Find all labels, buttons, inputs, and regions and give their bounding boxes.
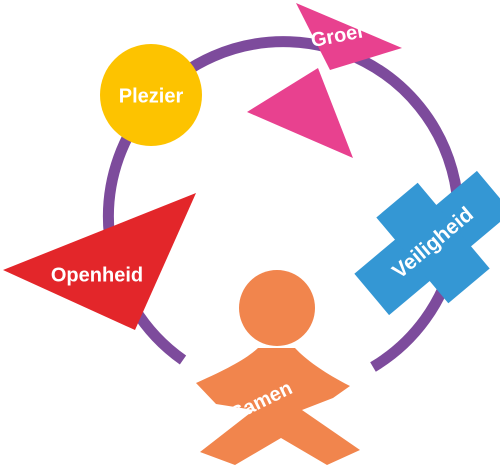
plezier-item: Plezier: [100, 44, 202, 146]
openheid-item: Openheid: [3, 193, 196, 330]
groei-lower-triangle: [247, 68, 353, 158]
samen-item: Samen: [196, 270, 360, 465]
samen-body-shape: [196, 348, 360, 465]
groei-item: Groei: [247, 3, 402, 158]
openheid-label: Openheid: [51, 264, 143, 286]
plezier-circle-shape: [100, 44, 202, 146]
veiligheid-cross-shape: Veiligheid: [354, 170, 500, 316]
openheid-triangle-shape: [3, 193, 196, 330]
veiligheid-bar-cross: [376, 182, 490, 304]
samen-head-shape: [239, 270, 315, 346]
plezier-label: Plezier: [119, 85, 184, 107]
groei-upper-triangle: [296, 3, 402, 70]
